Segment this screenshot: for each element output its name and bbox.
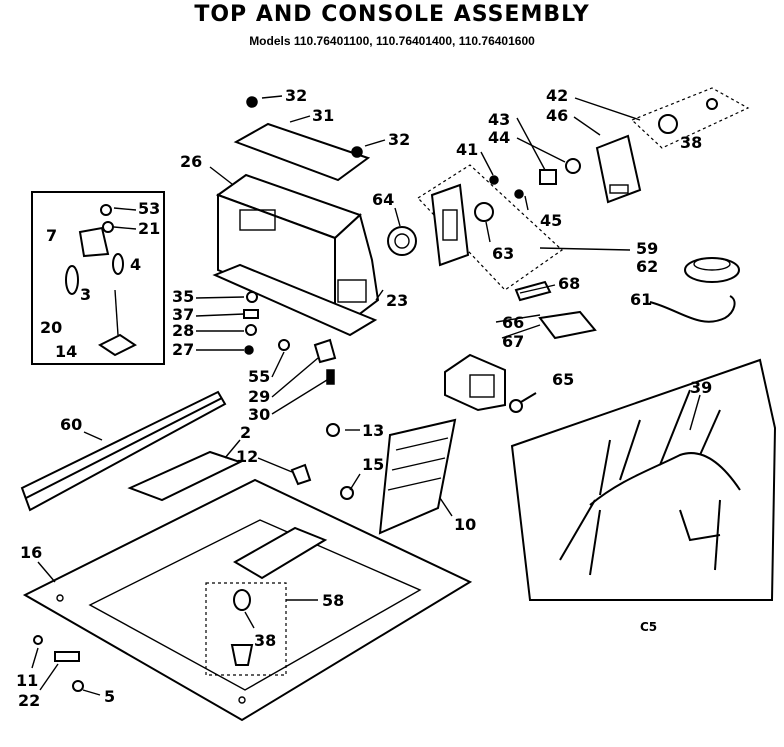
label-29: 29 [248, 387, 270, 406]
top-cover-plate [233, 96, 371, 182]
label-53: 53 [138, 199, 160, 218]
label-26: 26 [180, 152, 202, 171]
label-42: 42 [546, 86, 568, 105]
hinge-strip [20, 390, 227, 512]
label-15: 15 [362, 455, 384, 474]
bracket-46 [595, 87, 750, 204]
label-62: 62 [636, 257, 658, 276]
label-27: 27 [172, 340, 194, 359]
parts-68-67 [514, 280, 597, 340]
wire-harness-inset [510, 358, 777, 601]
label-28: 28 [172, 321, 194, 340]
parts-13-12-15 [290, 423, 354, 500]
label-67: 67 [502, 332, 524, 351]
footer-code: C5 [640, 620, 657, 634]
label-13: 13 [362, 421, 384, 440]
panel-10 [378, 418, 457, 535]
label-66: 66 [502, 313, 524, 332]
models-line: Models 110.76401100, 110.76401400, 110.7… [249, 34, 535, 48]
label-44: 44 [488, 128, 510, 147]
label-10: 10 [454, 515, 476, 534]
switch-box [444, 353, 506, 412]
label-7: 7 [46, 226, 57, 245]
label-4: 4 [130, 255, 141, 274]
label-16: 16 [20, 543, 42, 562]
label-63: 63 [492, 244, 514, 263]
label-32a: 32 [285, 86, 307, 105]
label-38b: 38 [254, 631, 276, 650]
label-11: 11 [16, 671, 38, 690]
parts-11-22-5 [33, 635, 84, 692]
label-60: 60 [60, 415, 82, 434]
label-45: 45 [540, 211, 562, 230]
label-58: 58 [322, 591, 344, 610]
label-3: 3 [80, 285, 91, 304]
cord-61 [649, 295, 736, 323]
timer-knob [387, 226, 417, 256]
label-5: 5 [104, 687, 115, 706]
label-59: 59 [636, 239, 658, 258]
label-43: 43 [488, 110, 510, 129]
knob-ring [684, 257, 740, 283]
leader-lines [31, 95, 701, 696]
label-38a: 38 [680, 133, 702, 152]
label-12: 12 [236, 447, 258, 466]
label-32b: 32 [388, 130, 410, 149]
console-fasteners [243, 291, 337, 385]
label-65: 65 [552, 370, 574, 389]
label-55: 55 [248, 367, 270, 386]
label-23: 23 [386, 291, 408, 310]
label-61: 61 [630, 290, 652, 309]
label-22: 22 [18, 691, 40, 710]
label-46: 46 [546, 106, 568, 125]
label-2: 2 [240, 423, 251, 442]
diagram-title: TOP AND CONSOLE ASSEMBLY [194, 2, 590, 27]
label-68: 68 [558, 274, 580, 293]
inset-box-left [31, 191, 165, 365]
switch-parts [514, 158, 581, 199]
control-panel-group [417, 164, 563, 291]
label-31: 31 [312, 106, 334, 125]
label-21: 21 [138, 219, 160, 238]
label-37: 37 [172, 305, 194, 324]
label-14: 14 [55, 342, 77, 361]
label-20: 20 [40, 318, 62, 337]
label-39: 39 [690, 378, 712, 397]
label-35: 35 [172, 287, 194, 306]
console-base-plate [212, 263, 378, 337]
screw-65 [509, 392, 537, 413]
part-labels: 32 31 32 26 42 46 43 44 41 38 64 45 63 5… [16, 86, 712, 710]
label-30: 30 [248, 405, 270, 424]
label-64: 64 [372, 190, 394, 209]
bolt-group-58 [205, 582, 287, 676]
label-41: 41 [456, 140, 478, 159]
pad-2 [127, 450, 243, 502]
